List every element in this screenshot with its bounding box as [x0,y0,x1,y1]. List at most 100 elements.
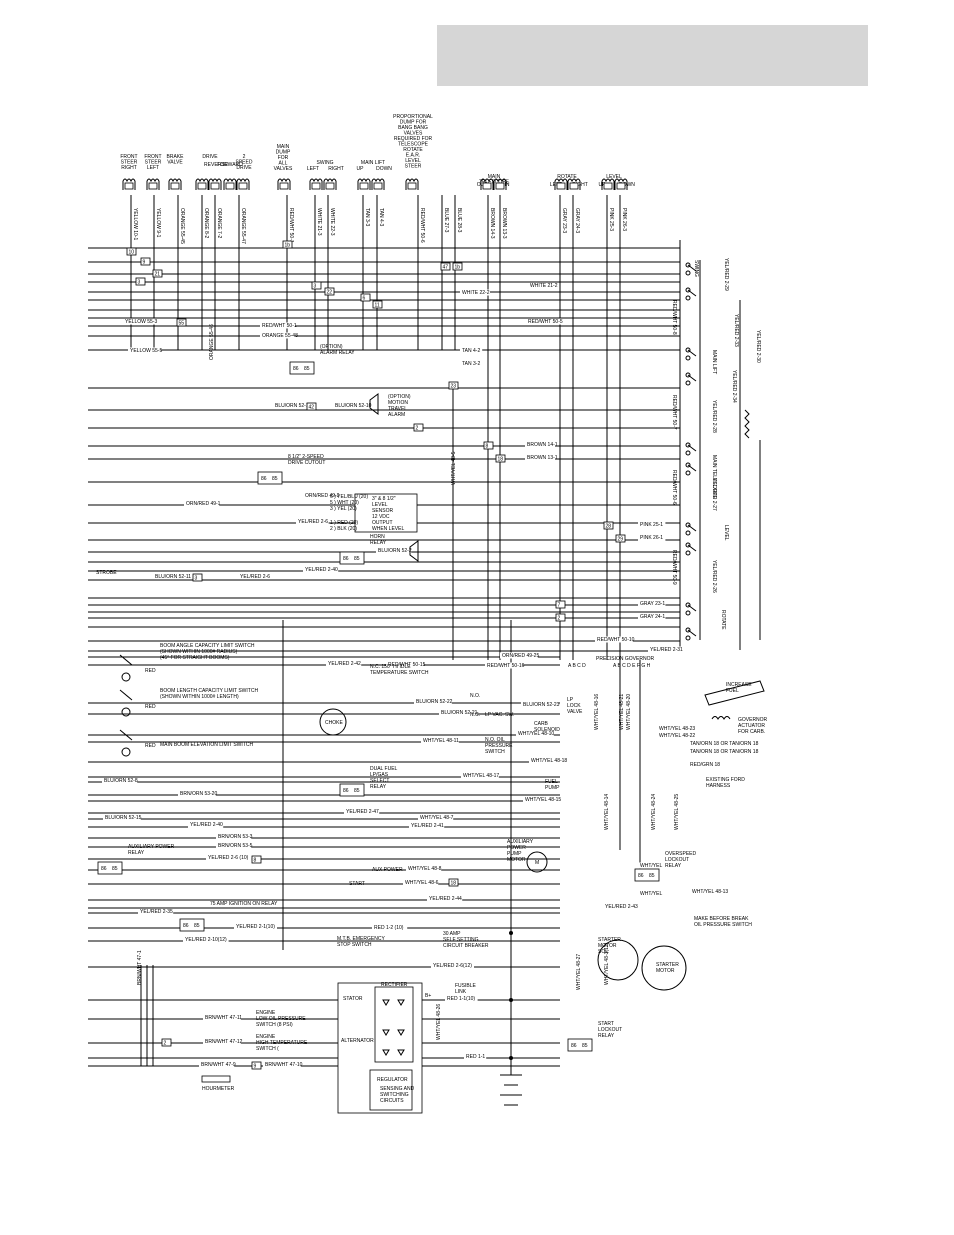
valve-header-label: MAIN [277,144,290,150]
coil-body [238,182,248,190]
relay-label: AUXILIARY POWER [128,844,175,850]
coil-icon [168,178,182,183]
label-bg [260,332,296,339]
horizontal-wire-label: WHT/YEL 48-18 [531,758,567,764]
horizontal-wire-label: WHT/YEL [640,891,662,897]
vertical-wire-label: YELLOW 10-1 [132,208,138,240]
starter-sol-label: MOTOR [598,943,617,949]
horizontal-wire-label: PINK 25-1 [640,522,663,528]
switch-contact [685,602,691,608]
label-bg [485,662,523,669]
aux-motor-label: AUXILIARY [507,839,534,845]
horizontal-wire-label: ORN/RED 49-1 [186,501,221,507]
boom-angle-label: (45° FOR STRAIGHT BOOMS) [160,655,230,661]
vertical-wire-label: RED/WHT 50-1 [288,208,294,243]
horizontal-wire-label: WHT/YEL 48-10 [518,731,554,737]
valve-header-label: LEFT [307,166,319,172]
horizontal-wire-label: TAN/ORN 18 OR TAN/ORN 18 [690,741,759,747]
label-bg [460,360,483,367]
label-bg [326,660,362,667]
relay-coil-box [567,1038,593,1052]
relay-label: RELAY [370,540,387,546]
connector-number: 55 [179,321,185,327]
engine-oil-label: LOW OIL PRESSURE [256,1016,306,1022]
label-bg [418,814,454,821]
relay-label: LP/GAS [370,772,389,778]
oil-press-label: PRESSURE [485,743,513,749]
relay-coil-box [634,868,660,882]
relay-label: SELECT [370,778,389,784]
vertical-label: SWING [693,260,699,277]
valve-header-label: DOWN [376,166,392,172]
start-label: START [349,881,365,887]
connector-number: 9 [254,1064,257,1070]
label-bg [648,646,684,653]
aux-motor-label: POWER [507,845,526,851]
connector-tag [135,277,146,286]
label-bg [657,725,695,732]
label-bg [688,740,755,747]
vertical-label: RED/WHT 50-9 [671,550,677,585]
valve-header-label: LEFT [550,182,562,188]
label-bg [525,454,555,461]
engine-temp-label: HIGH TEMPERATURE [256,1040,308,1046]
horizontal-wire-label: BRN/ORN 53-20 [180,791,217,797]
stator-label: STATOR [343,996,363,1002]
diode-icon [397,999,405,1006]
pedal-icon [704,680,765,706]
relay-coil-box [179,918,205,932]
label-bg [372,924,408,931]
connector-number: 3 [195,576,198,582]
connector-tag [360,293,371,302]
valve-coil-icon [357,178,371,190]
relay-coil-box [257,471,283,485]
horizontal-wire-label: YEL/RED 2-42 [328,661,361,667]
connector-tag [448,381,459,390]
label-bg [263,1061,301,1068]
diode-icon [397,1049,405,1056]
vertical-label: YEL/RED 2-34 [731,370,737,403]
connector-tag [282,240,293,249]
limit-switch-icon [121,672,131,682]
horizontal-wire-label: YEL/RED 2-47 [346,809,379,815]
label-bg [439,709,477,716]
connector-tag [555,600,566,609]
valve-header-label: DUMP [276,150,291,156]
coil-icon [146,178,160,183]
vertical-label: WHT/YEL 48-25 [674,794,680,830]
relay-label: HORN [370,534,385,540]
valve-coil-icon [567,178,581,190]
horizontal-wire-label: PINK 26-1 [640,535,663,541]
coil-icon [601,178,615,183]
relay-pin: 86 [638,873,644,879]
coil-icon [357,178,371,183]
connector-tag [126,247,137,256]
vertical-label: MAIN LIFT [711,350,717,374]
valve-header-label: OUT [477,182,488,188]
switch-contact [685,372,691,378]
horizontal-wire-label: BLU/ORN 52-15 [275,403,312,409]
switch-blade [119,654,133,666]
label-bg [123,318,156,325]
valve-coil-icon [323,178,337,190]
switch-blade [687,374,697,382]
level-sensor-label: 12 VDC [372,514,390,520]
horizontal-wire-label: YEL/RED 2-35 [140,909,173,915]
label-bg [523,796,561,803]
vertical-label: RED/WHT 50-7 [671,395,677,430]
engine-temp-label: ENGINE [256,1034,276,1040]
connector-number: 8 [486,444,489,450]
connector-tag [192,573,203,582]
vertical-label: WHT/YEL 48-16 [594,694,600,730]
label-bg [216,833,252,840]
valve-coil-icon [493,178,507,190]
vertical-label: WHT/YEL 48-20 [626,694,632,730]
coil-body [556,182,566,190]
connector-tag [372,300,383,309]
horizontal-wire-label: BRN/WHT 47-9 [201,1062,236,1068]
level-sensor-label: OUTPUT [372,520,393,526]
label-bg [184,500,220,507]
engine-oil-label: SWITCH (8 PSI) [256,1022,293,1028]
coil-icon [223,178,237,183]
valve-coil-icon [601,178,615,190]
